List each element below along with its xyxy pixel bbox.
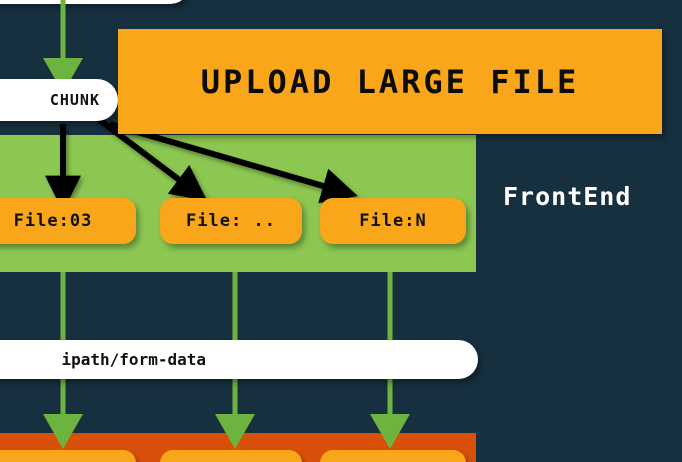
banner-title: UPLOAD LARGE FILE [200,62,580,101]
green-connectors-to-multipath [60,272,393,342]
node-multipath-form-data[interactable]: ipath/form-data [0,340,478,379]
node-chunk-label: CHUNK [49,91,100,109]
banner-upload-large-file: UPLOAD LARGE FILE [118,29,662,134]
file-chip-n-label: File:N [359,211,427,231]
node-multipath-label: ipath/form-data [61,350,207,369]
file-chip-03-label: File:03 [13,211,93,231]
file-chip-03[interactable]: File:03 [0,198,136,244]
bottom-chip-1[interactable] [0,450,136,462]
file-chip-n[interactable]: File:N [320,198,466,244]
bottom-chip-3[interactable] [320,450,466,462]
node-chunk[interactable]: CHUNK [0,79,118,121]
label-frontend: FrontEnd [503,182,632,211]
file-chip-dots-label: File: .. [186,211,276,231]
cutoff-pill-top [0,0,190,4]
bottom-chip-2[interactable] [160,450,302,462]
green-arrows-to-bottom [43,378,410,449]
file-chip-dots[interactable]: File: .. [160,198,302,244]
